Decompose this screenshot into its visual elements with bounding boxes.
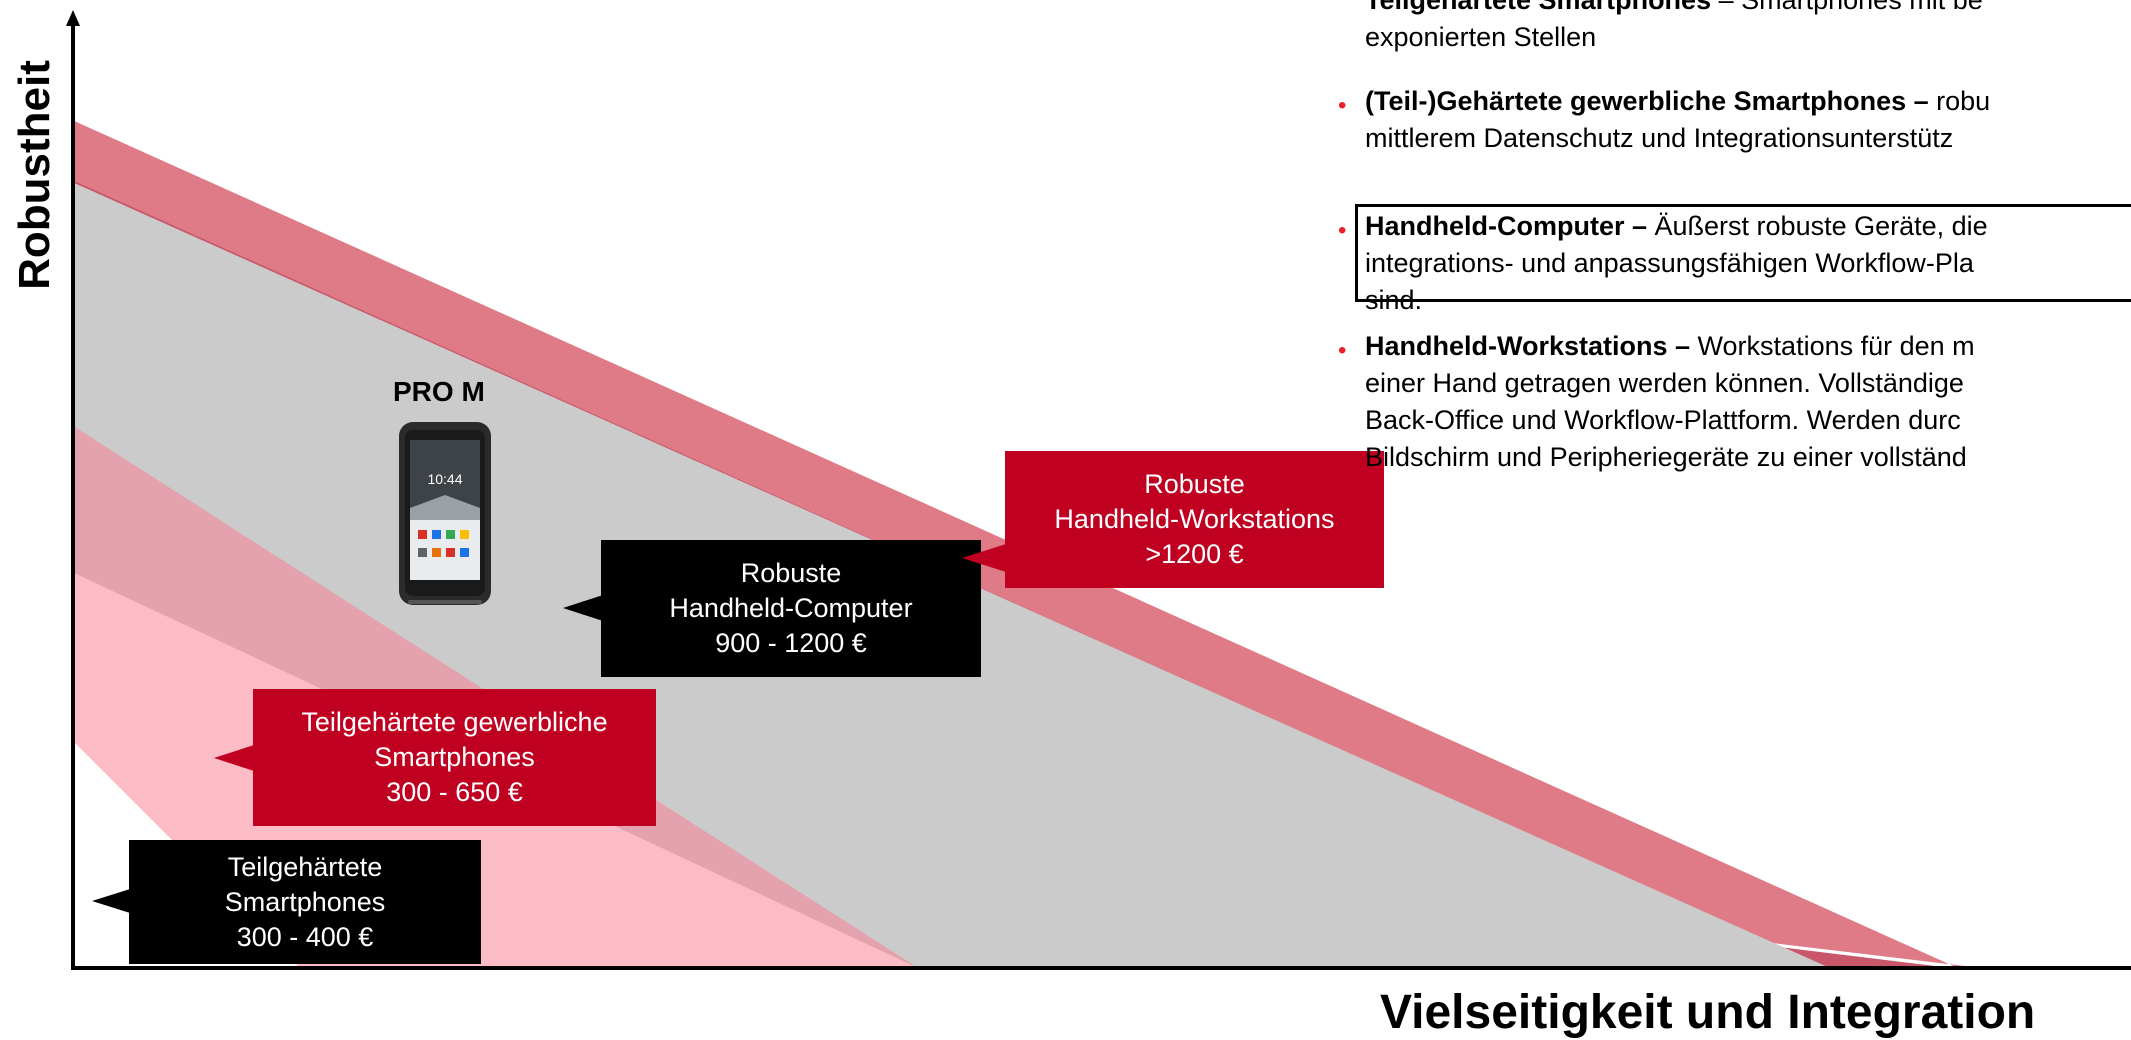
bullet-line-1: Handheld-Workstations – Workstations für… <box>1365 328 2131 365</box>
bullet-rest: robu <box>1928 86 1991 116</box>
callout-business-smartphones-line3: 300 - 650 € <box>386 777 523 807</box>
callout-handheld-workstations: Robuste Handheld-Workstations >1200 € <box>1005 451 1384 588</box>
device-label: PRO M <box>393 376 485 407</box>
callout-handheld-workstations-line2: Handheld-Workstations <box>1054 504 1335 534</box>
callout-business-smartphones-line1: Teilgehärtete gewerbliche <box>301 707 608 737</box>
callout-handheld-computer-line1: Robuste <box>740 558 842 588</box>
bullet-bold: Handheld-Workstations – <box>1365 331 1691 361</box>
callout-handheld-computer-line2: Handheld-Computer <box>669 593 913 623</box>
callout-handheld-workstations-line1: Robuste <box>1144 469 1245 499</box>
callout-smartphones-line2: Smartphones <box>224 886 386 917</box>
bullet-line-3: Back-Office und Workflow-Plattform. Werd… <box>1365 405 1961 435</box>
callout-handheld-computer: Robuste Handheld-Computer 900 - 1200 € <box>601 540 981 677</box>
bullet-item-handheld-computer: • Handheld-Computer – Äußerst robuste Ge… <box>1338 208 2131 319</box>
bullet-dot: • <box>1338 337 1347 364</box>
bullet-bold: Teilgehärtete Smartphones <box>1365 0 1712 15</box>
bullet-line-2: einer Hand getragen werden können. Volls… <box>1365 368 1964 398</box>
callout-handheld-workstations-line3: >1200 € <box>1145 539 1244 569</box>
bullet-dot: • <box>1338 92 1347 119</box>
bullet-item-handheld-workstations: • Handheld-Workstations – Workstations f… <box>1338 328 2131 476</box>
bullet-rest: Äußerst robuste Geräte, die <box>1647 211 1988 241</box>
callout-smartphones: Teilgehärtete Smartphones 300 - 400 € <box>129 840 481 964</box>
bullet-line-1: (Teil-)Gehärtete gewerbliche Smartphones… <box>1365 83 2131 120</box>
callout-tail-smartphones <box>92 889 130 913</box>
bullet-line-4: Bildschirm und Peripheriegeräte zu einer… <box>1365 442 1967 472</box>
callout-tail-business-smartphones <box>214 745 254 771</box>
callout-smartphones-line3: 300 - 400 € <box>236 921 374 952</box>
y-axis-arrow <box>66 10 80 26</box>
bullet-line-2: integrations- und anpassungsfähigen Work… <box>1365 248 1974 278</box>
bullet-line-1: Teilgehärtete Smartphones – Smartphones … <box>1365 0 2131 19</box>
bullet-rest: – Smartphones mit be <box>1711 0 1983 15</box>
callout-business-smartphones: Teilgehärtete gewerbliche Smartphones 30… <box>253 689 656 826</box>
bullet-item-business-smartphones: • (Teil-)Gehärtete gewerbliche Smartphon… <box>1338 83 2131 157</box>
bullet-item-smartphones: Teilgehärtete Smartphones – Smartphones … <box>1365 0 2131 56</box>
callout-tail-handheld-workstations <box>962 544 1006 572</box>
device-icon <box>399 422 491 605</box>
bullet-line-2: mittlerem Datenschutz und Integrationsun… <box>1365 123 1954 153</box>
x-axis-label: Vielseitigkeit und Integration <box>1380 986 2036 1039</box>
callout-tail-handheld-computer <box>563 595 603 621</box>
bullet-line-2: exponierten Stellen <box>1365 22 1597 52</box>
bullet-dot: • <box>1338 217 1347 244</box>
callout-business-smartphones-line2: Smartphones <box>374 742 535 772</box>
y-axis-label: Robustheit <box>10 60 59 290</box>
device-screen-time: 10:44 <box>427 471 462 487</box>
bullet-rest: Workstations für den m <box>1690 331 1975 361</box>
bullet-line-3: sind. <box>1365 285 1423 315</box>
callout-smartphones-line1: Teilgehärtete <box>227 851 383 882</box>
bullet-line-1: Handheld-Computer – Äußerst robuste Gerä… <box>1365 208 2131 245</box>
highlight-box <box>1355 204 2131 302</box>
callout-handheld-computer-line3: 900 - 1200 € <box>715 628 867 658</box>
bullet-bold: Handheld-Computer – <box>1365 211 1648 241</box>
bullet-bold: (Teil-)Gehärtete gewerbliche Smartphones… <box>1365 86 1929 116</box>
